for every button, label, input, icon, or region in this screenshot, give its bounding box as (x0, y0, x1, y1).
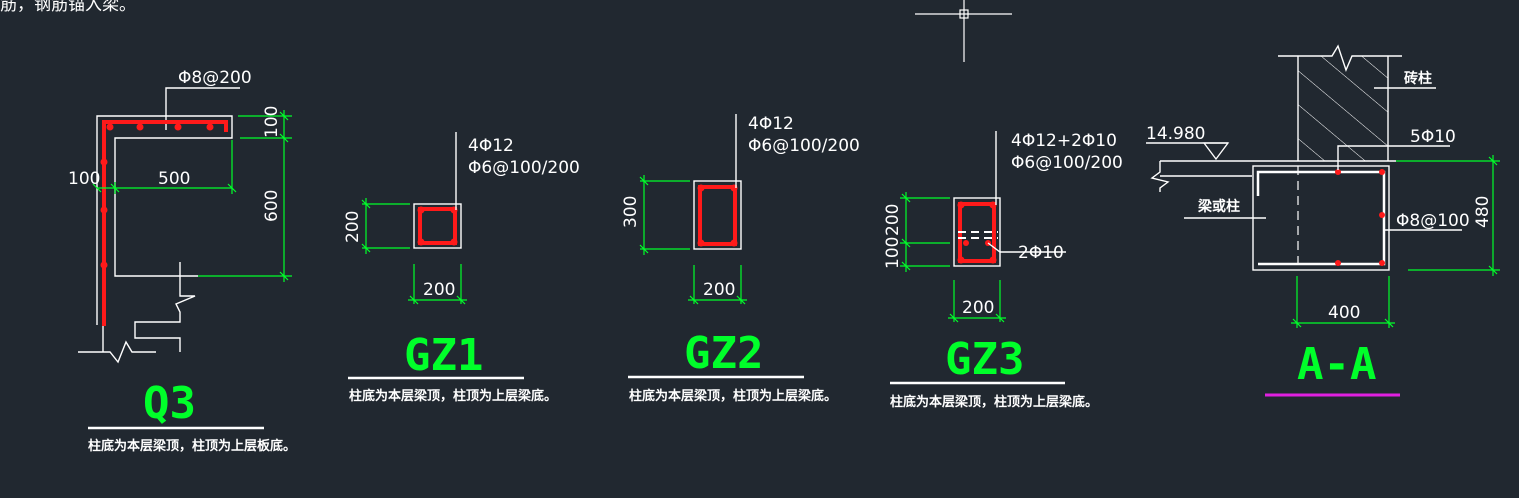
q3-dim-600: 600 (262, 190, 282, 222)
q3-dim-500: 500 (158, 169, 190, 189)
gz2-note: 柱底为本层梁顶，柱顶为上层梁底。 (629, 388, 837, 404)
gz2-detail[interactable]: 4Φ12 Φ6@100/200 300 200 GZ2 柱底为本层梁顶，柱顶为上… (621, 114, 860, 404)
gz1-title: GZ1 (404, 330, 483, 381)
aa-elevation: 14.980 (1146, 124, 1205, 144)
gz1-note: 柱底为本层梁顶，柱顶为上层梁底。 (349, 388, 557, 404)
aa-beam-col-label: 梁或柱 (1197, 198, 1240, 215)
aa-dim-h: 480 (1473, 196, 1493, 228)
aa-section-detail[interactable]: 砖柱 14.980 5Φ10 Φ8@100 梁或柱 480 400 A-A (1146, 44, 1500, 397)
gz3-dim-h2: 100 (883, 237, 903, 269)
q3-rebar-label: Φ8@200 (178, 68, 252, 88)
aa-rebar-stirrup: Φ8@100 (1396, 211, 1470, 231)
q3-note: 柱底为本层梁顶，柱顶为上层板底。 (88, 438, 296, 454)
q3-title: Q3 (143, 378, 196, 429)
gz2-dim-w: 200 (703, 280, 735, 300)
gz1-rebar-stirrup: Φ6@100/200 (468, 158, 580, 178)
aa-title: A-A (1297, 339, 1376, 390)
gz3-dim-h1: 200 (883, 204, 903, 236)
top-note: 筋，钢筋锚入梁。 (0, 0, 136, 15)
gz2-rebar-main: 4Φ12 (748, 114, 794, 134)
crosshair-cursor-icon (915, 0, 1012, 62)
gz3-detail[interactable]: 4Φ12+2Φ10 Φ6@100/200 2Φ10 200 100 200 GZ… (883, 131, 1123, 410)
gz1-dim-w: 200 (423, 280, 455, 300)
q3-dim-100-left: 100 (68, 169, 100, 189)
aa-dim-w: 400 (1328, 303, 1360, 323)
q3-dim-100-right: 100 (262, 106, 282, 138)
q3-detail[interactable]: Φ8@200 100 500 100 600 Q3 柱底为本层梁顶，柱顶为上层板… (68, 68, 296, 454)
gz3-note: 柱底为本层梁顶，柱顶为上层梁底。 (890, 394, 1098, 410)
gz3-rebar-extra: 2Φ10 (1018, 243, 1064, 263)
gz1-dim-h: 200 (343, 211, 363, 243)
gz3-dim-w: 200 (962, 298, 994, 318)
gz1-rebar-main: 4Φ12 (468, 136, 514, 156)
gz3-rebar-main: 4Φ12+2Φ10 (1011, 131, 1117, 151)
gz2-rebar-stirrup: Φ6@100/200 (748, 136, 860, 156)
gz3-rebar-stirrup: Φ6@100/200 (1011, 153, 1123, 173)
aa-brick-col-label: 砖柱 (1404, 70, 1432, 87)
gz1-detail[interactable]: 4Φ12 Φ6@100/200 200 200 GZ1 柱底为本层梁顶，柱顶为上… (343, 132, 580, 404)
aa-rebar-main: 5Φ10 (1410, 127, 1456, 147)
gz2-dim-h: 300 (621, 196, 641, 228)
gz2-title: GZ2 (684, 328, 763, 379)
gz3-title: GZ3 (945, 334, 1024, 385)
